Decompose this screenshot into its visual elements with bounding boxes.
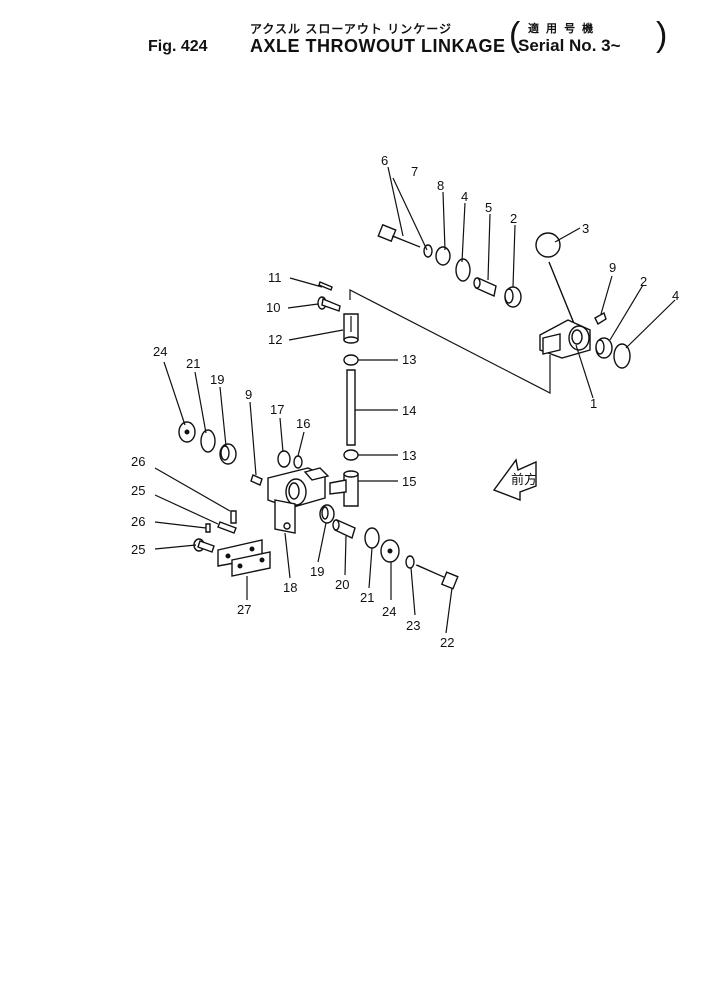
- nut-13-bottom-shape: [343, 449, 359, 461]
- bushing-5-shape: [473, 277, 497, 297]
- bracket-18-shape: [267, 467, 330, 534]
- callout-26-top: 26: [131, 454, 145, 469]
- callout-11: 11: [268, 270, 282, 285]
- nut-13-top-shape: [343, 354, 359, 366]
- pin-26-top-shape: [230, 510, 237, 524]
- serial-range: Serial No. 3~: [518, 36, 621, 55]
- pin-11-shape: [318, 281, 333, 291]
- callout-27: 27: [237, 602, 251, 617]
- callout-25-top: 25: [131, 483, 145, 498]
- figure-number: Fig. 424: [148, 38, 208, 55]
- clevis-12-shape: [343, 313, 359, 344]
- bushing-19-right-shape: [319, 504, 335, 524]
- callout-5: 5: [485, 200, 492, 215]
- callout-26-bottom: 26: [131, 514, 145, 529]
- setscrew-9-right-shape: [594, 311, 607, 326]
- front-direction-arrow: 前方: [492, 458, 537, 502]
- japanese-title: アクスル スローアウト リンケージ: [250, 22, 452, 36]
- callout-17: 17: [270, 402, 284, 417]
- callout-10: 10: [266, 300, 280, 315]
- ring-4-right-shape: [613, 343, 631, 369]
- setscrew-9-left-shape: [250, 474, 263, 486]
- callout-3: 3: [582, 221, 589, 236]
- callout-21-left: 21: [186, 356, 200, 371]
- lever-1-shape: [539, 261, 591, 359]
- pin-20-shape: [332, 519, 356, 539]
- callout-2-right: 2: [640, 274, 647, 289]
- callout-22: 22: [440, 635, 454, 650]
- knob-3-shape: [535, 232, 561, 258]
- collar-2-top-shape: [504, 286, 522, 308]
- clevis-15-shape: [329, 470, 359, 507]
- washer-24-right-shape: [380, 539, 400, 563]
- open-paren: (: [509, 16, 521, 54]
- callout-numbers: 6 7 8 4 5 2 3 9 2 4 1 11 10 12 13 14 13 …: [131, 153, 679, 650]
- pin-10-shape: [317, 296, 341, 312]
- bushing-17-shape: [277, 450, 291, 468]
- applicable-serial-jp: 適 用 号 機: [528, 23, 596, 35]
- bushing-19-left-shape: [219, 443, 237, 465]
- callout-6: 6: [381, 153, 388, 168]
- plates-27-shape: [217, 539, 271, 577]
- callout-24-right: 24: [382, 604, 396, 619]
- collar-2-right-shape: [595, 337, 613, 359]
- front-arrow-label: 前方: [511, 472, 537, 487]
- callout-19-right: 19: [310, 564, 324, 579]
- callout-8: 8: [437, 178, 444, 193]
- callout-25-bottom: 25: [131, 542, 145, 557]
- diagram-title: AXLE THROWOUT LINKAGE: [250, 36, 506, 56]
- callout-16: 16: [296, 416, 310, 431]
- callout-19-left: 19: [210, 372, 224, 387]
- callout-15: 15: [402, 474, 416, 489]
- lockwasher-23-shape: [405, 555, 415, 569]
- bolt-22-shape: [415, 564, 459, 590]
- callout-4-right: 4: [672, 288, 679, 303]
- washer-8-shape: [435, 246, 451, 266]
- callout-2-top: 2: [510, 211, 517, 226]
- close-paren: ): [656, 16, 668, 54]
- bolt-6-shape: [377, 223, 421, 248]
- rod-14-shape: [346, 369, 356, 446]
- callout-leaders: [154, 166, 676, 634]
- ring-21-right-shape: [364, 527, 380, 549]
- bolt-25-bottom-shape: [193, 538, 215, 553]
- callout-13-bottom: 13: [402, 448, 416, 463]
- ring-21-left-shape: [200, 429, 216, 453]
- bolt-25-top-shape: [217, 521, 237, 534]
- callout-18: 18: [283, 580, 297, 595]
- callout-1: 1: [590, 396, 597, 411]
- callout-12: 12: [268, 332, 282, 347]
- callout-21-right: 21: [360, 590, 374, 605]
- callout-13-top: 13: [402, 352, 416, 367]
- part-shapes: 前方: [178, 223, 631, 590]
- linkage-rod-line: [349, 289, 551, 394]
- callout-24-left: 24: [153, 344, 167, 359]
- callout-14: 14: [402, 403, 416, 418]
- washer-24-left-shape: [178, 421, 196, 443]
- callout-23: 23: [406, 618, 420, 633]
- callout-9-left: 9: [245, 387, 252, 402]
- nut-16-shape: [293, 455, 303, 469]
- callout-7: 7: [411, 164, 418, 179]
- ring-4-top-shape: [455, 258, 471, 282]
- callout-9-right: 9: [609, 260, 616, 275]
- callout-4-top: 4: [461, 189, 468, 204]
- callout-20: 20: [335, 577, 349, 592]
- pin-26-bottom-shape: [205, 523, 211, 533]
